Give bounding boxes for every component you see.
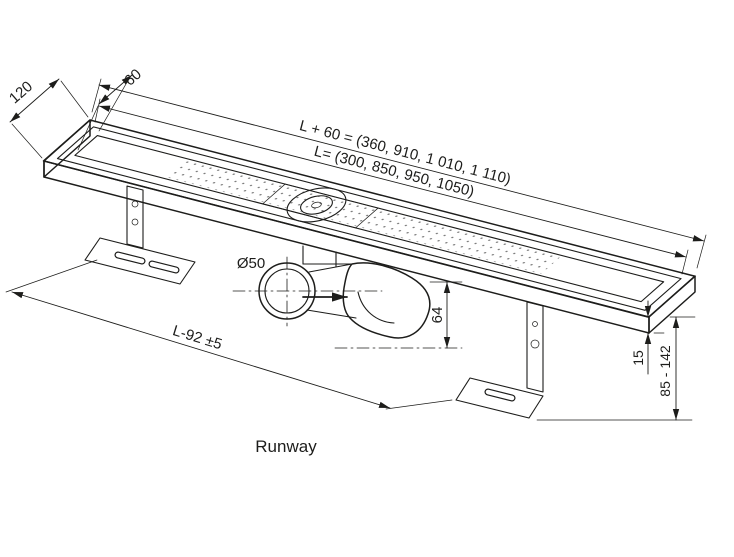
bracket-left: [84, 185, 196, 285]
bracket-left-hole: [131, 218, 139, 226]
trap-body: [342, 262, 431, 339]
bracket-right-hole: [530, 339, 540, 349]
dim-outlet-diameter-label: Ø50: [237, 255, 265, 272]
dim-installation-height-label: 85 - 142: [657, 345, 673, 397]
dim-trap-height-label: 64: [429, 307, 446, 324]
bracket-right-foot: [455, 377, 544, 419]
extension-line: [696, 234, 707, 269]
extension-line: [91, 78, 102, 113]
extension-line: [11, 123, 43, 159]
dim-channel-length: L= (300, 850, 950, 1050): [94, 98, 689, 275]
dim-installation-height: 85 - 142: [536, 316, 693, 421]
trap-inner-curve: [357, 291, 395, 324]
extension-line: [681, 249, 689, 275]
dimension-line: [9, 78, 60, 123]
bracket-right-plate: [526, 301, 544, 393]
dimension-line: [98, 105, 687, 258]
extension-line: [94, 98, 101, 123]
bracket-right-hole: [532, 321, 538, 327]
caption-runway: Runway: [255, 437, 317, 456]
dim-rim-height: 15: [630, 300, 696, 375]
extension-line: [5, 259, 98, 293]
bracket-right: [455, 301, 544, 419]
bracket-left-slot-core: [149, 261, 179, 273]
channel-right-end-face: [648, 275, 696, 334]
dimension-line: [11, 291, 391, 409]
dim-trap-height: 64: [334, 281, 463, 349]
bracket-right-slot-core: [485, 389, 515, 401]
extension-line: [77, 105, 99, 151]
pipe-stub-top: [308, 263, 353, 273]
extension-line: [60, 80, 89, 118]
extension-line: [385, 399, 453, 410]
bracket-left-slot-core: [115, 252, 145, 264]
dim-outlet-diameter: Ø50: [237, 255, 265, 272]
dim-outer-width: 120: [6, 78, 89, 159]
drawing-root: 120 60 L + 60 = (360, 910, 1 010, 1 110)…: [5, 66, 707, 456]
channel-left-end-face: [43, 119, 91, 178]
dim-anchor-spacing: L-92 ±5: [5, 259, 453, 410]
extension-line: [98, 76, 131, 132]
dim-rim-height-label: 15: [630, 350, 646, 366]
bracket-left-plate: [126, 185, 144, 249]
bracket-left-hole: [131, 200, 139, 208]
